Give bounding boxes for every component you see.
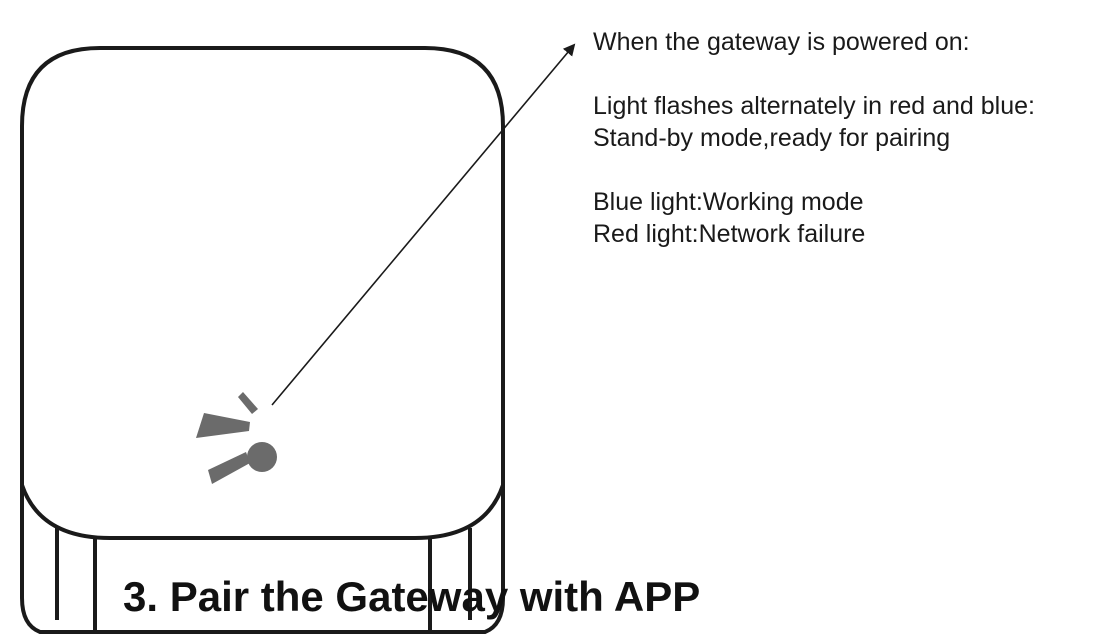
annotation-blue-light: Blue light:Working mode — [593, 188, 864, 216]
annotation-spacer — [593, 154, 1088, 186]
callout-arrow — [271, 43, 576, 406]
section-heading: 3. Pair the Gateway with APP — [123, 573, 701, 620]
gateway-base-rim — [20, 484, 505, 540]
indicator-ray-top — [238, 392, 258, 414]
gateway-device — [20, 46, 505, 634]
indicator-light-dot — [247, 442, 277, 472]
gateway-body-outline — [20, 46, 505, 634]
indicator-light-icon — [196, 392, 277, 484]
annotation-spacer — [593, 58, 1088, 90]
annotation-flashing-light: Light flashes alternately in red and blu… — [593, 92, 1035, 120]
status-annotation: When the gateway is powered on: Light fl… — [593, 26, 1088, 250]
annotation-powered-on: When the gateway is powered on: — [593, 28, 970, 56]
annotation-standby-mode: Stand-by mode,ready for pairing — [593, 124, 951, 152]
indicator-ray-bottom — [208, 452, 250, 484]
annotation-red-light: Red light:Network failure — [593, 220, 866, 248]
indicator-ray-left — [196, 413, 250, 438]
